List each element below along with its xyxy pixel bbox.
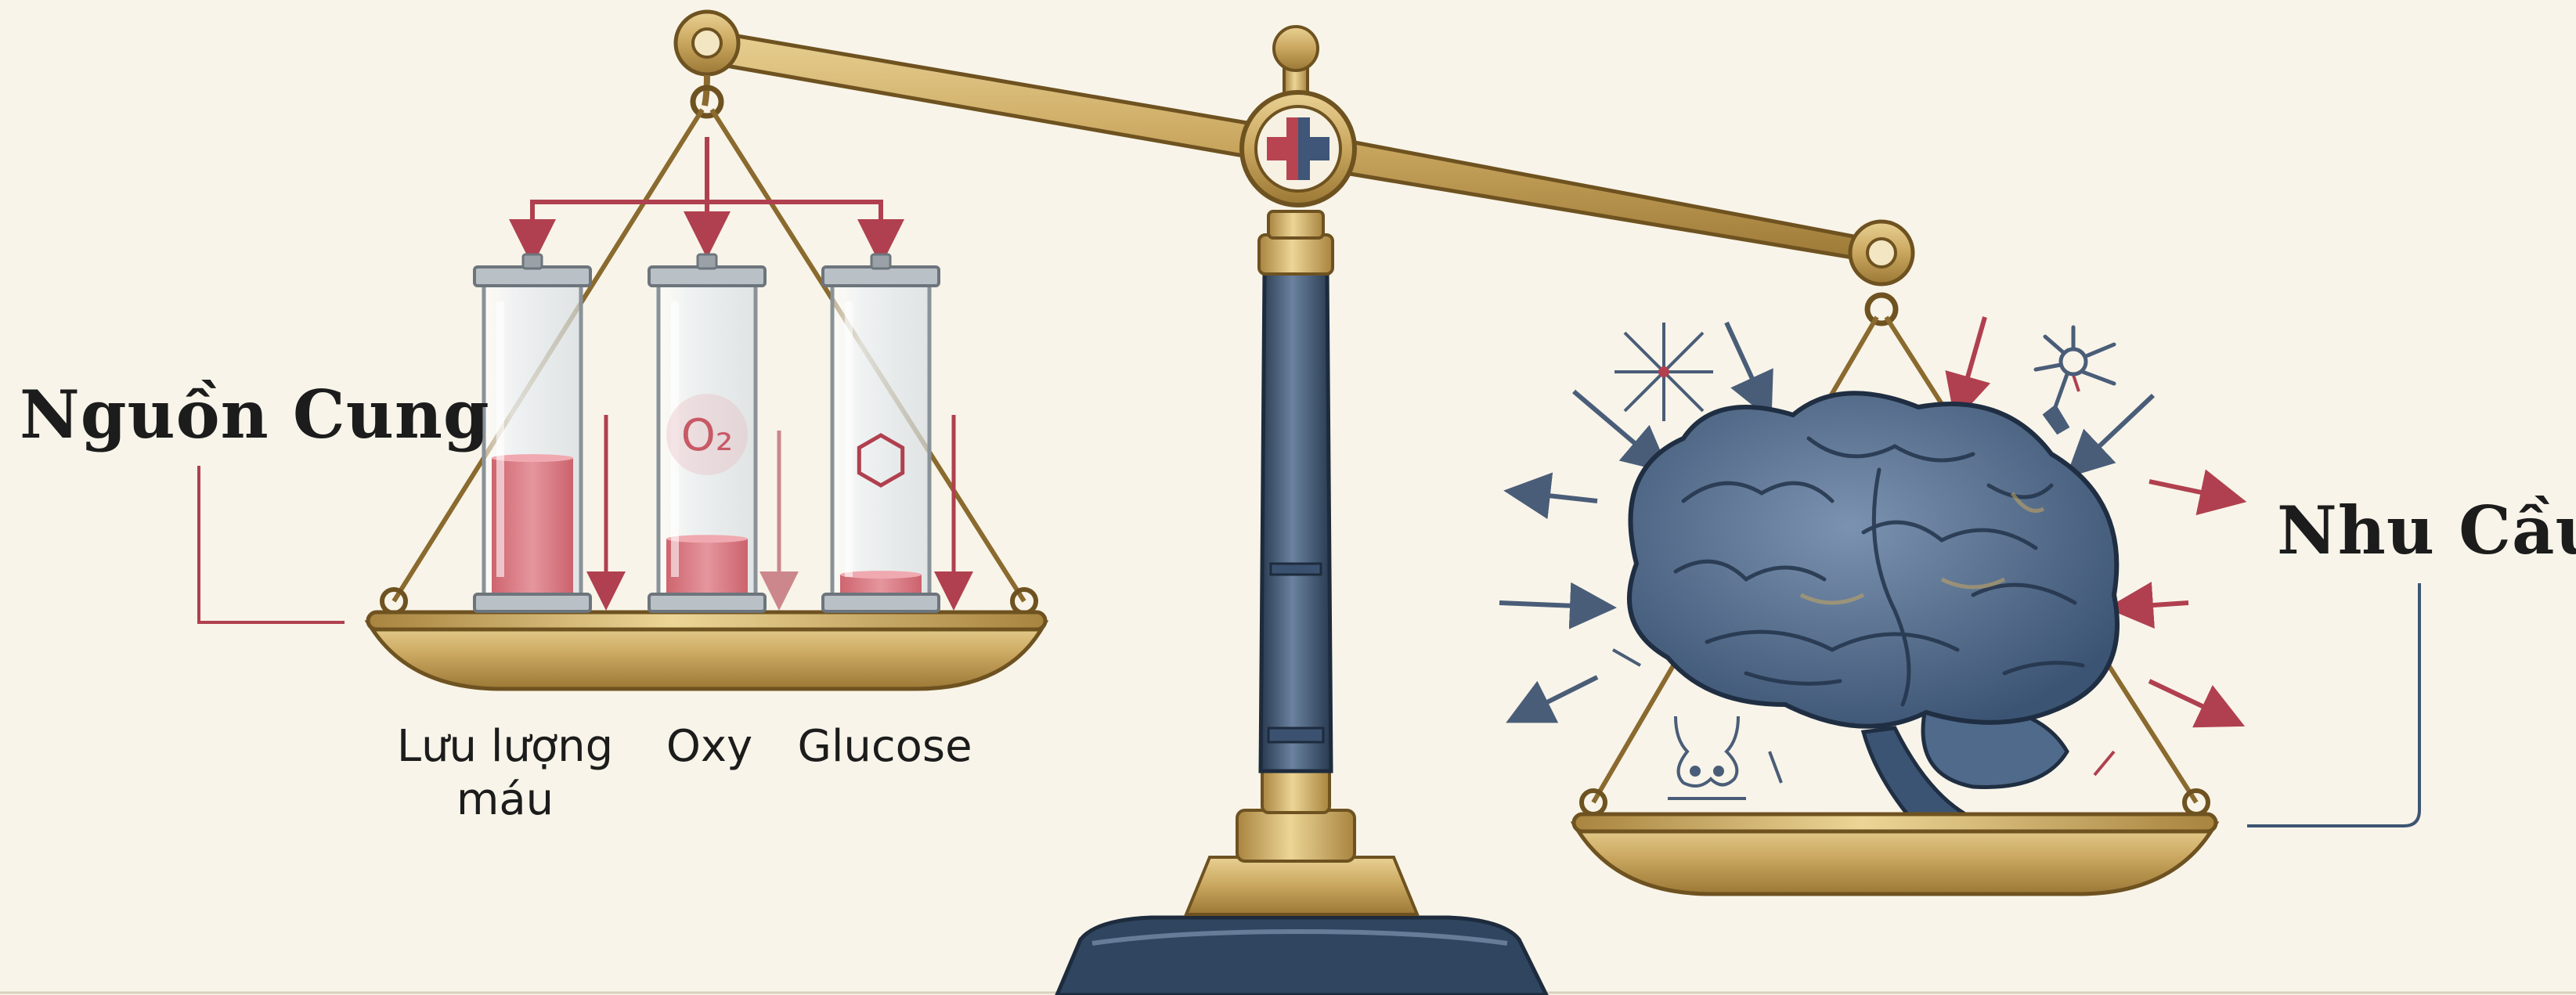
expand-arrows-icon xyxy=(1615,323,1713,421)
tube-label-blood-flow: Lưu lượng máu xyxy=(388,720,622,827)
medical-cross-icon xyxy=(1242,92,1355,205)
test-tube: O₂ xyxy=(649,254,765,611)
tube-label-oxygen: Oxy xyxy=(631,720,788,773)
tube-label-line: máu xyxy=(388,773,622,827)
tube-label-glucose: Glucose xyxy=(787,720,983,773)
oxygen-symbol: O₂ xyxy=(681,410,734,461)
brain-illustration xyxy=(1629,393,2117,818)
test-tube xyxy=(474,254,590,611)
demand-label: Nhu Cầu xyxy=(2277,492,2576,569)
tube-label-line: Lưu lượng xyxy=(388,720,622,773)
demand-leader-line xyxy=(2247,583,2419,826)
supply-label: Nguồn Cung xyxy=(20,376,490,453)
tube-group: O₂ xyxy=(474,254,939,611)
demand-pan-assembly xyxy=(1499,295,2224,894)
test-tube xyxy=(823,254,939,611)
supply-leader-line xyxy=(199,466,345,622)
receptor-icon xyxy=(1668,716,1746,799)
